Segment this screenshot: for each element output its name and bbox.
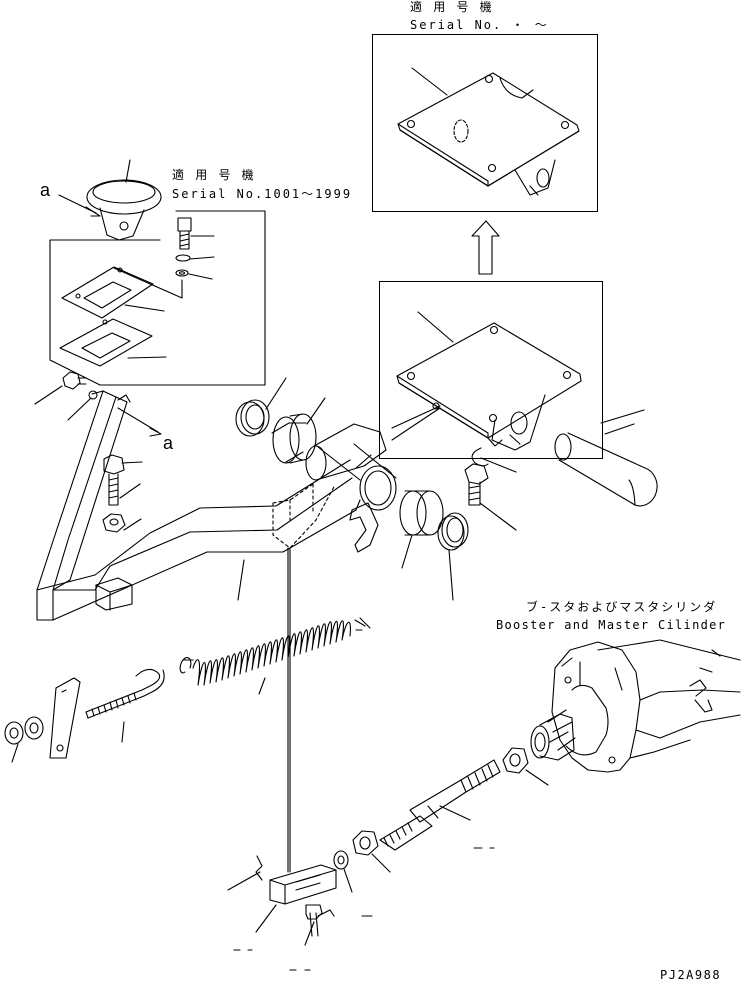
lower-plate-frame xyxy=(379,281,603,459)
drawing-code: PJ2A988 xyxy=(660,968,722,982)
pedal-arm xyxy=(37,391,440,620)
left-serial-label: Serial No.1001～1999 xyxy=(172,187,353,201)
top-bolt xyxy=(35,372,161,436)
up-arrow xyxy=(472,221,499,274)
booster-en-label: Booster and Master Cilinder xyxy=(496,618,727,632)
left-detail-box xyxy=(50,211,265,385)
spring-hook xyxy=(5,669,164,762)
pedal-pad xyxy=(59,160,161,240)
upper-applicable-label: 適 用 号 機 xyxy=(410,0,494,14)
upper-bracket-plate xyxy=(398,68,579,195)
upper-serial-label: Serial No. ・ ～ xyxy=(410,18,549,32)
view-mark-a-top: a xyxy=(40,180,51,200)
return-spring xyxy=(180,618,370,694)
pedal-rod xyxy=(288,548,290,872)
clevis xyxy=(228,856,372,970)
left-applicable-label: 適 用 号 機 xyxy=(172,168,256,182)
booster-master-cylinder xyxy=(531,640,740,772)
view-mark-a-lower: a xyxy=(163,433,174,453)
right-pin xyxy=(465,410,657,530)
leader-plate xyxy=(392,408,440,440)
upper-detail-frame xyxy=(372,34,598,212)
booster-jp-label: ブ-スタおよびマスタシリンダ xyxy=(526,600,718,614)
stopper-bolt xyxy=(103,455,142,532)
hub-bushings xyxy=(236,378,468,600)
push-rod xyxy=(334,748,548,892)
lower-bracket-plate xyxy=(397,312,581,450)
